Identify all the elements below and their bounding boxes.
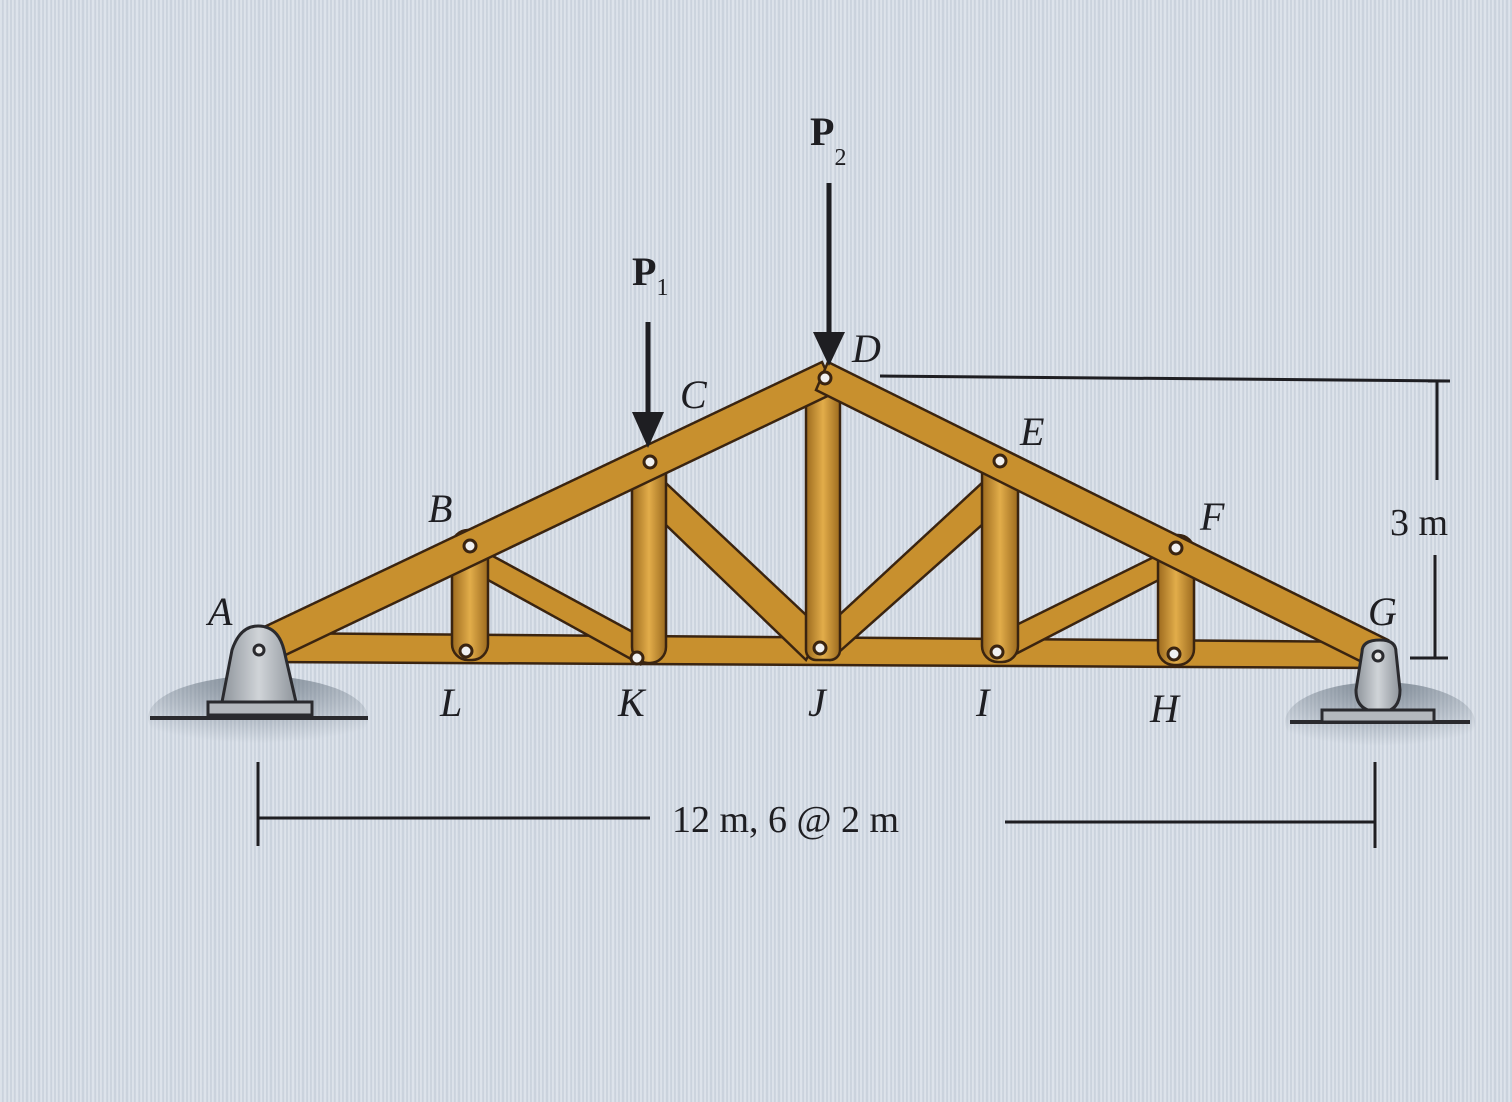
pin-E [992,453,1008,469]
pin-C [642,454,658,470]
pin-H [1166,646,1182,662]
joint-label-I: I [975,680,991,725]
ground-left [148,676,368,760]
height-dimension [879,374,1451,660]
pin-D [817,370,833,386]
joint-label-F: F [1199,494,1225,539]
joint-label-A: A [205,589,233,634]
span-label: 12 m, 6 @ 2 m [672,799,899,841]
joint-label-C: C [680,372,708,417]
pin-L [458,643,474,659]
joint-pins [458,370,1184,666]
joint-label-K: K [617,680,647,725]
member-CJ [638,467,824,663]
joint-label-E: E [1019,409,1044,454]
height-label: 3 m [1390,502,1448,544]
span-dimension [256,762,1377,848]
joint-label-H: H [1149,686,1181,731]
pin-J [812,640,828,656]
pin-B [462,538,478,554]
pin-support-A [206,624,314,717]
load-arrow-P2 [813,183,845,366]
joint-label-L: L [439,680,462,725]
joint-label-D: D [851,326,881,371]
member-top-left [260,360,838,662]
load-label-P1: P1 [632,249,668,301]
joint-label-B: B [428,486,452,531]
pin-F [1168,540,1184,556]
member-top-right [814,360,1390,668]
pin-K [629,650,645,666]
load-arrow-P1 [632,322,664,448]
roller-support-G [1320,638,1436,724]
joint-label-G: G [1368,589,1397,634]
joint-label-J: J [808,680,828,725]
load-label-P2: P2 [810,109,846,171]
pin-I [989,644,1005,660]
member-DJ [804,366,842,662]
